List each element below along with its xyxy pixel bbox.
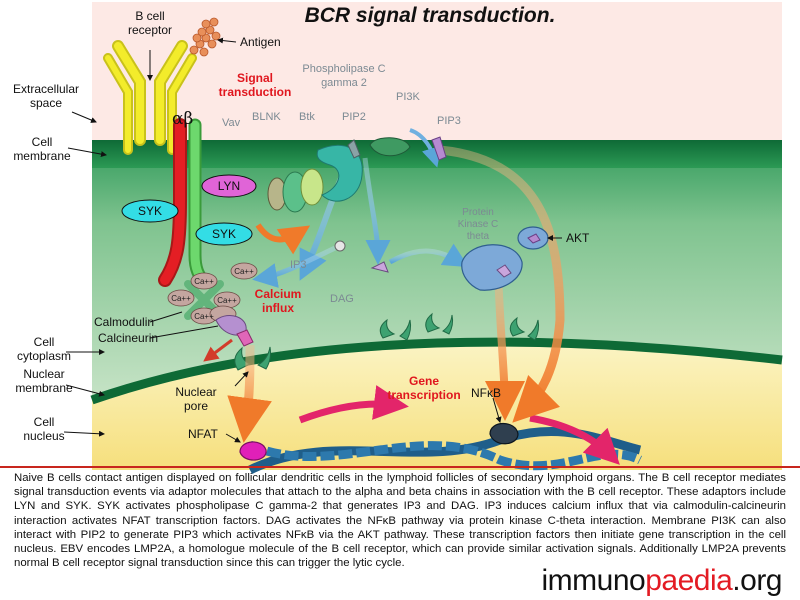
- logo-part-1: immuno: [541, 564, 646, 597]
- btk-label: Btk: [299, 111, 315, 123]
- lyn-oval: LYN: [201, 174, 257, 198]
- pi3k-protein: [369, 137, 411, 157]
- calcium-ion-label-3: Ca++: [171, 294, 191, 303]
- pip2-label: PIP2: [342, 111, 366, 123]
- dag-label: DAG: [330, 293, 354, 305]
- site-logo: immunopaedia.org: [542, 564, 783, 598]
- ip3-to-calcium-arrow: [252, 245, 337, 288]
- akt-pip3-bound: [527, 233, 541, 244]
- calcium-leak-arrow: [203, 338, 233, 362]
- pip2-molecule-left: [347, 139, 361, 159]
- calcium-ion-label-2: Ca++: [234, 267, 254, 276]
- pkc-dag-bound: [496, 264, 512, 278]
- pip2-to-pip3-arrow: [409, 128, 442, 168]
- akt-label: AKT: [566, 231, 590, 245]
- calcium-cluster: Ca++ Ca++ Ca++ Ca++ Ca++: [167, 262, 258, 325]
- ip3-molecule: [334, 240, 346, 252]
- calmodulin-label: Calmodulin: [94, 315, 154, 329]
- calcium-ion-label-1: Ca++: [194, 277, 214, 286]
- nfat-factor: [239, 441, 267, 461]
- btk-protein: [300, 168, 324, 206]
- pi3k-label: PI3K: [396, 91, 421, 103]
- pip3-molecule: [431, 136, 447, 161]
- bcr-structure: [103, 40, 197, 155]
- calcium-ion-label-5: Ca++: [194, 312, 214, 321]
- calcineurin-phosphate: [236, 329, 254, 347]
- dag-to-pkc-arrow: [388, 243, 469, 268]
- pkc-theta-protein: [461, 244, 523, 291]
- pip3-to-nfkb-arrow: [439, 145, 565, 423]
- syk-to-plc-arrow: [255, 223, 311, 255]
- calcium-ion-label-4: Ca++: [217, 296, 237, 305]
- lyn-label: LYN: [218, 179, 240, 193]
- syk-label-left: SYK: [138, 204, 162, 218]
- blnk-label: BLNK: [252, 111, 281, 123]
- calcineurin-to-nfat-arrow: [227, 344, 272, 443]
- nfat-label: NFAT: [188, 427, 218, 441]
- vav-label: Vav: [222, 117, 241, 129]
- syk-oval-right: SYK: [195, 222, 253, 246]
- plc-to-dag-arrow: [362, 157, 391, 265]
- alpha-beta-label: αβ: [172, 109, 193, 129]
- page-title: BCR signal transduction.: [304, 4, 556, 27]
- antigen-label: Antigen: [240, 35, 281, 49]
- logo-part-3: .org: [732, 564, 782, 597]
- ip3-label: IP3: [290, 259, 307, 271]
- nfat-transcription-arrow: [298, 385, 409, 424]
- nfkb-label: NFκB: [471, 386, 501, 400]
- label-pointers: [63, 37, 562, 443]
- calcineurin-label: Calcineurin: [98, 331, 158, 345]
- pkc-to-nfkb-arrow: [484, 269, 525, 421]
- logo-part-2: paedia: [645, 564, 733, 597]
- dag-molecule: [370, 261, 389, 273]
- antigen-cluster: [189, 17, 221, 57]
- syk-label-right: SYK: [212, 227, 236, 241]
- caption-text: Naive B cells contact antigen displayed …: [14, 472, 786, 570]
- pip3-label: PIP3: [437, 115, 461, 127]
- nuclear-membrane: [90, 337, 783, 405]
- nfkb-factor: [489, 422, 519, 445]
- alpha-chain-fill: [160, 120, 185, 285]
- syk-oval-left: SYK: [121, 199, 179, 223]
